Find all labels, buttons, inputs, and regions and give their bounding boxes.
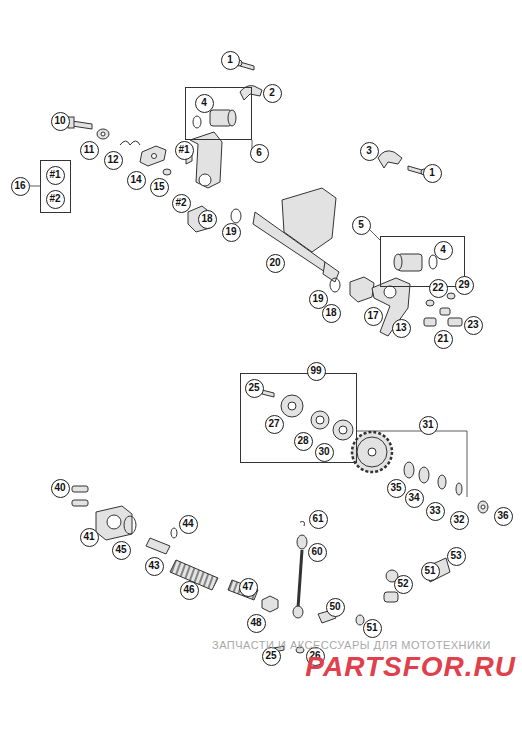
callout-number: 2 [263,84,282,103]
callout-number: 41 [80,528,99,547]
callout-number: 29 [455,276,474,295]
callout-number: 12 [104,151,123,170]
callout-number: 35 [387,479,406,498]
callout-number: 22 [429,279,448,298]
callout-number: 18 [322,304,341,323]
callout-number: 15 [150,178,169,197]
callout-number: 10 [51,112,70,131]
callout-number: 99 [307,362,326,381]
callout-number: 17 [364,307,383,326]
callout-number: 61 [309,510,328,529]
callout-number: 4 [195,94,214,113]
callout-number: 48 [247,614,266,633]
callout-number: 50 [326,598,345,617]
callout-number: #2 [172,194,191,213]
callout-number: 53 [447,547,466,566]
callout-number: 51 [421,562,440,581]
callout-number: 36 [494,507,513,526]
callout-number: 34 [405,489,424,508]
callout-number: #1 [175,141,194,160]
callout-number: #1 [46,166,65,185]
callout-number: 14 [127,171,146,190]
callout-number: 16 [11,177,30,196]
callout-number: 46 [180,581,199,600]
callout-number: 51 [363,619,382,638]
callout-number: 1 [221,51,240,70]
callout-number: 5 [352,216,371,235]
callout-number: 33 [426,502,445,521]
group-box: 46 [185,87,252,140]
group-box: 54 [380,236,465,287]
callout-number: 40 [51,479,70,498]
callout-number: 43 [145,557,164,576]
callout-number: 21 [434,330,453,349]
callout-number: 1 [423,164,442,183]
callout-number: 30 [315,443,334,462]
callout-number: 23 [464,316,483,335]
callout-number: 11 [80,141,99,160]
callout-number: 25 [245,379,264,398]
callout-number: #2 [46,190,65,209]
callout-number: 19 [222,223,241,242]
group-box: 16#1#2 [40,160,71,213]
callout-number: 52 [394,575,413,594]
callout-number: 32 [450,511,469,530]
watermark-text: ЗАПЧАСТИ И АКСЕССУАРЫ ДЛЯ МОТОТЕХНИКИ [212,639,491,651]
callout-number: 20 [266,254,285,273]
callout-number: 44 [179,515,198,534]
callout-number: 45 [112,541,131,560]
callout-number: 47 [239,578,258,597]
callout-number: 3 [360,142,379,161]
callout-number: 6 [250,144,269,163]
watermark-text: PARTSFOR.RU [305,651,516,683]
callout-number: 60 [308,543,327,562]
group-box: 9925272830 [240,373,357,463]
callout-number: 18 [198,210,217,229]
callout-number: 13 [392,319,411,338]
callout-number: 28 [294,432,313,451]
callout-number: 4 [434,241,453,260]
callout-number: 31 [419,416,438,435]
callout-number: 27 [265,415,284,434]
